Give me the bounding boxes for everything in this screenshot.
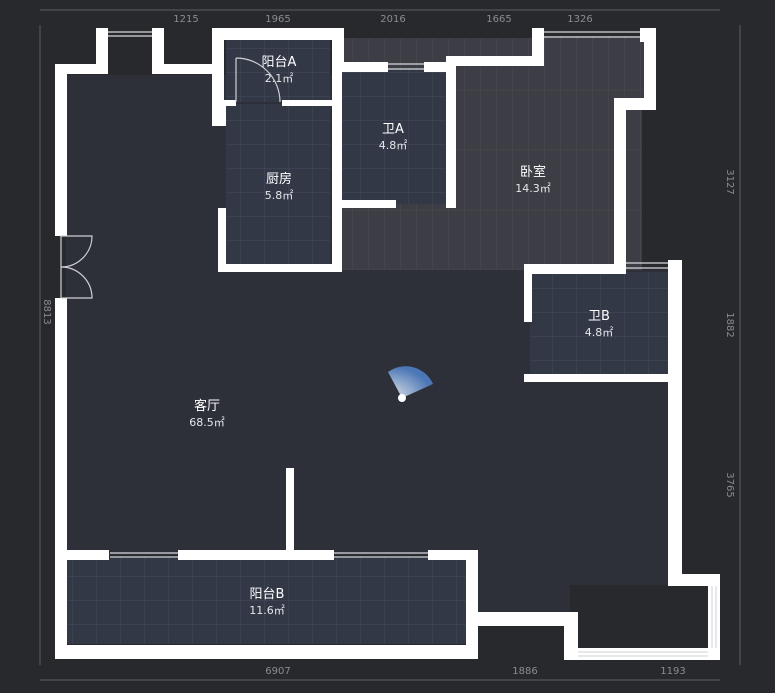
wall-bath-a-right <box>446 62 456 208</box>
wall-bath-a-bottom <box>338 200 396 208</box>
room-area-living: 68.5㎡ <box>189 416 225 429</box>
wall-balcony-a-left <box>212 28 224 126</box>
room-name-bath-b: 卫B <box>588 309 610 324</box>
wall-top-left-b <box>96 28 108 74</box>
floor-areas <box>66 36 668 644</box>
dim-top-4: 1665 <box>486 14 511 25</box>
wall-balcony-b-top-m <box>178 550 250 560</box>
wall-left-lower <box>55 298 67 658</box>
wall-right-mid <box>668 260 682 586</box>
wall-balcony-b-right <box>466 550 478 658</box>
wall-right-lower <box>708 574 720 660</box>
wall-kitchen-bottom <box>218 264 338 272</box>
wall-balcony-b-top-r <box>428 550 476 560</box>
room-name-bedroom: 卧室 <box>520 164 546 180</box>
wall-balcony-a-bottom-l <box>222 100 236 106</box>
wall-bath-b-left <box>524 264 532 322</box>
wall-lower-right-top <box>466 612 578 626</box>
wall-bedroom-top-notch <box>532 28 544 66</box>
wall-balcony-a-bottom-r <box>282 100 334 106</box>
room-area-balcony-b: 11.6㎡ <box>249 604 285 617</box>
wall-balcony-b-top-l <box>55 550 109 560</box>
wall-top-left-a <box>55 64 105 74</box>
wall-bath-b-top <box>524 264 626 274</box>
wall-kitchen-left-upper <box>218 104 226 126</box>
room-area-bedroom: 14.3㎡ <box>515 182 551 195</box>
wall-balcony-b-top-m2 <box>250 550 334 560</box>
wall-bottom <box>55 645 478 659</box>
dim-bottom-1: 6907 <box>265 666 290 677</box>
balcony-top-strip <box>534 36 646 98</box>
dimension-left: 8813 <box>41 299 52 324</box>
room-area-bath-a: 4.8㎡ <box>379 139 408 152</box>
room-area-kitchen: 5.8㎡ <box>265 189 294 202</box>
dim-left-1: 8813 <box>41 299 52 324</box>
room-name-bath-a: 卫A <box>382 122 404 137</box>
wall-lower-right-notch <box>564 612 578 658</box>
wall-kitchen-right <box>332 72 342 272</box>
room-labels: 阳台A 2.1㎡ 卫A 4.8㎡ 厨房 5.8㎡ 卧室 14.3㎡ 卫B 4.8… <box>189 55 613 617</box>
camera-view-icon[interactable] <box>388 366 433 402</box>
dimension-right: 3127 1882 3765 <box>724 169 735 497</box>
wall-partition <box>286 468 294 556</box>
dim-right-1: 3127 <box>724 169 735 194</box>
wall-top-left-c <box>152 28 164 74</box>
dim-bottom-2: 1886 <box>512 666 537 677</box>
walls <box>55 28 720 660</box>
dim-right-3: 3765 <box>724 472 735 497</box>
wall-left-upper <box>55 64 67 236</box>
room-area-bath-b: 4.8㎡ <box>585 326 614 339</box>
wall-balcony-a-top <box>212 28 344 40</box>
dimension-bottom: 6907 1886 1193 <box>265 666 685 677</box>
wall-right-step <box>668 574 720 586</box>
double-door-icon <box>60 235 93 299</box>
dim-top-3: 2016 <box>380 14 405 25</box>
kitchen-floor <box>226 104 330 266</box>
dim-bottom-3: 1193 <box>660 666 685 677</box>
wall-bedroom-top <box>446 56 542 66</box>
dim-right-2: 1882 <box>724 312 735 337</box>
wall-kitchen-left-lower <box>218 208 226 272</box>
room-name-balcony-b: 阳台B <box>250 587 285 602</box>
dim-top-1: 1215 <box>173 14 198 25</box>
wall-bath-a-top <box>332 62 388 72</box>
balcony-b-floor <box>66 558 470 644</box>
wall-bedroom-right <box>614 98 626 274</box>
wall-lower-right-bottom <box>564 648 720 660</box>
wall-top-left-d <box>152 64 222 74</box>
room-name-living: 客厅 <box>194 398 220 414</box>
dimension-lines <box>39 9 741 681</box>
room-area-balcony-a: 2.1㎡ <box>265 72 294 85</box>
wall-bath-a-top-r <box>424 62 456 72</box>
dimension-top: 1215 1965 2016 1665 1326 <box>173 14 592 25</box>
bath-b-floor <box>530 272 668 374</box>
wall-balcony-a-right <box>332 28 344 72</box>
swing-door-icon <box>235 57 281 103</box>
wall-bath-b-bottom <box>524 374 670 382</box>
room-name-balcony-a: 阳台A <box>262 55 297 70</box>
room-name-kitchen: 厨房 <box>266 171 292 187</box>
balcony-a-floor <box>226 40 330 102</box>
wall-right-upper <box>644 28 656 110</box>
bath-a-floor <box>340 70 446 204</box>
dim-top-2: 1965 <box>265 14 290 25</box>
dim-top-5: 1326 <box>567 14 592 25</box>
windows <box>108 31 717 657</box>
